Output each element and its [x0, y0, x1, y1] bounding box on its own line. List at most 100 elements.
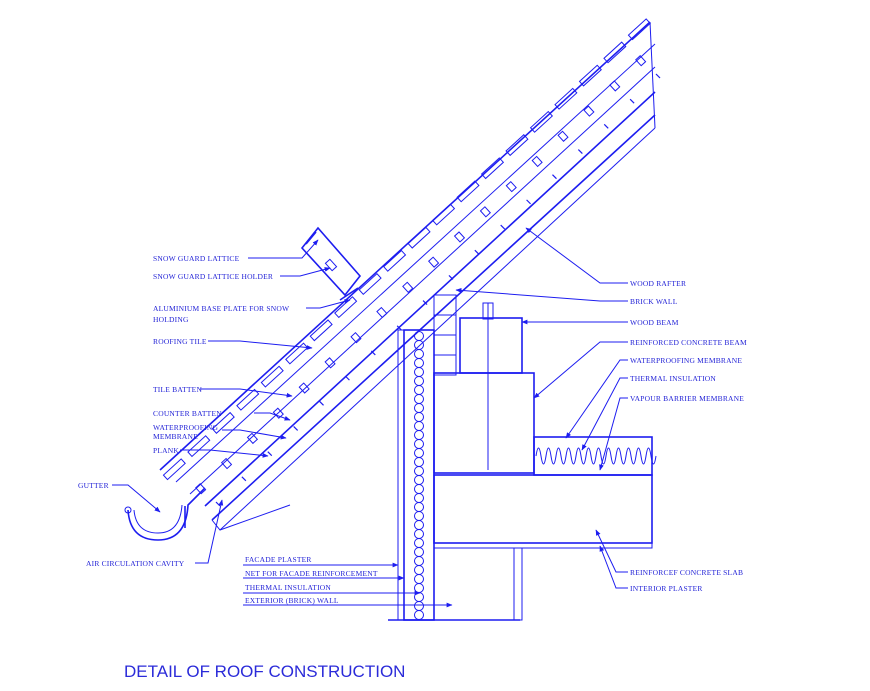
roof-tile — [309, 319, 333, 342]
label-thermal-insulation-bottom: THERMAL INSULATION — [245, 583, 331, 592]
plank-mark — [577, 149, 583, 154]
insulation-circle — [414, 547, 424, 557]
reinforced-concrete-slab — [433, 474, 653, 544]
gutter-profile — [127, 487, 206, 541]
insulation-circle — [414, 376, 424, 386]
label-exterior-wall: EXTERIOR (BRICK) WALL — [245, 596, 339, 605]
insulation-circle — [414, 565, 424, 575]
batten-block — [635, 55, 647, 67]
insulation-circle — [414, 466, 424, 476]
roof-tile — [505, 134, 529, 157]
roof-tile — [236, 388, 260, 411]
insulation-circle — [414, 610, 424, 620]
plank-mark — [526, 199, 532, 205]
batten-block — [195, 483, 207, 495]
insulation-circle — [414, 538, 424, 548]
insulation-circle — [414, 484, 424, 494]
insulation-circle — [414, 385, 424, 395]
plank-mark — [396, 325, 402, 331]
insulation-circle — [414, 367, 424, 377]
insulation-circle — [414, 331, 424, 341]
ridge-end — [649, 21, 656, 129]
batten-block — [246, 432, 259, 445]
plank-mark — [448, 274, 454, 280]
roof-tile — [578, 64, 602, 87]
insulation-circle — [414, 340, 424, 350]
wood-beam — [459, 317, 523, 374]
batten-block — [376, 306, 388, 319]
insulation-circle — [414, 412, 424, 422]
insulation-circle — [414, 592, 424, 602]
batten-block — [609, 80, 621, 92]
label-reinforced-concrete-beam: REINFORCED CONCRETE BEAM — [630, 338, 747, 347]
label-air-circulation-cavity: AIR CIRCULATION CAVITY — [86, 559, 185, 568]
label-waterproofing-membrane-right: WATERPROOFING MEMBRANE — [630, 356, 742, 365]
plank-mark — [267, 451, 273, 457]
insulation-circle — [414, 430, 424, 440]
label-interior-plaster: INTERIOR PLASTER — [630, 584, 703, 593]
label-thermal-insulation-right: THERMAL INSULATION — [630, 374, 716, 383]
roof-tile — [456, 180, 480, 203]
roof-tile — [382, 249, 407, 272]
insulation-waves — [535, 447, 657, 465]
insulation-circle — [414, 502, 424, 512]
roof-tile — [187, 435, 211, 458]
roof-tile — [407, 226, 431, 249]
batten-block — [220, 457, 233, 470]
roof-tile — [285, 342, 309, 365]
insulation-circle — [414, 448, 424, 458]
roof-tile — [431, 203, 456, 226]
batten-block — [557, 130, 569, 142]
leader-lines — [112, 227, 628, 608]
plank-mark — [344, 375, 350, 381]
roof-tile — [211, 411, 235, 434]
plank-mark — [552, 174, 557, 180]
snow-guard-lattice — [300, 226, 362, 297]
batten-block — [402, 281, 414, 294]
label-snow-guard-lattice: SNOW GUARD LATTICE — [153, 254, 240, 263]
snow-guard — [300, 226, 362, 301]
roof-tile — [358, 272, 382, 296]
label-counter-batten: COUNTER BATTEN — [153, 409, 222, 418]
drawing-title: DETAIL OF ROOF CONSTRUCTION — [124, 662, 405, 681]
counter-batten-line — [189, 66, 656, 495]
label-tile-batten: TILE BATTEN — [153, 385, 202, 394]
insulation-circle — [414, 421, 424, 431]
insulation-circle — [414, 520, 424, 530]
insulation-circle — [414, 574, 424, 584]
wall — [388, 294, 520, 621]
roof-tile — [603, 41, 627, 64]
label-reinforced-concrete-slab: REINFORCEF CONCRETE SLAB — [630, 568, 743, 577]
insulation-circle — [414, 475, 424, 485]
rafter-underside — [219, 127, 656, 531]
batten-block — [583, 105, 595, 117]
plank-mark — [474, 249, 480, 255]
tile-battens — [195, 55, 661, 507]
roof-tile — [480, 157, 505, 180]
plank-mark — [293, 426, 299, 431]
eave-end — [211, 504, 291, 531]
insulation-circle — [414, 493, 424, 503]
insulation-circle — [414, 403, 424, 413]
label-waterproofing-membrane: MEMBRANE — [153, 432, 198, 441]
roof-tile — [334, 296, 358, 319]
thermal-insulation-slab — [533, 436, 653, 476]
snow-guard-slot — [324, 258, 338, 272]
batten-block — [324, 357, 336, 369]
label-facade-plaster: FACADE PLASTER — [245, 555, 312, 564]
plank-mark — [319, 400, 324, 406]
tile-batten-line — [175, 43, 656, 483]
insulation-circle — [414, 358, 424, 368]
insulation-wave — [535, 447, 657, 465]
batten-block — [531, 155, 543, 168]
plank-mark — [241, 476, 247, 482]
insulation-circle — [414, 511, 424, 521]
roof-tile — [554, 87, 578, 110]
insulation-circle — [414, 349, 424, 359]
insulation-circle — [414, 529, 424, 539]
plank-mark — [422, 300, 428, 306]
plank-mark — [500, 224, 506, 230]
batten-block — [505, 180, 517, 193]
label-aluminium-base-plate: ALUMINIUM BASE PLATE FOR SNOW — [153, 304, 290, 313]
label-snow-guard-lattice-holder: SNOW GUARD LATTICE HOLDER — [153, 272, 273, 281]
